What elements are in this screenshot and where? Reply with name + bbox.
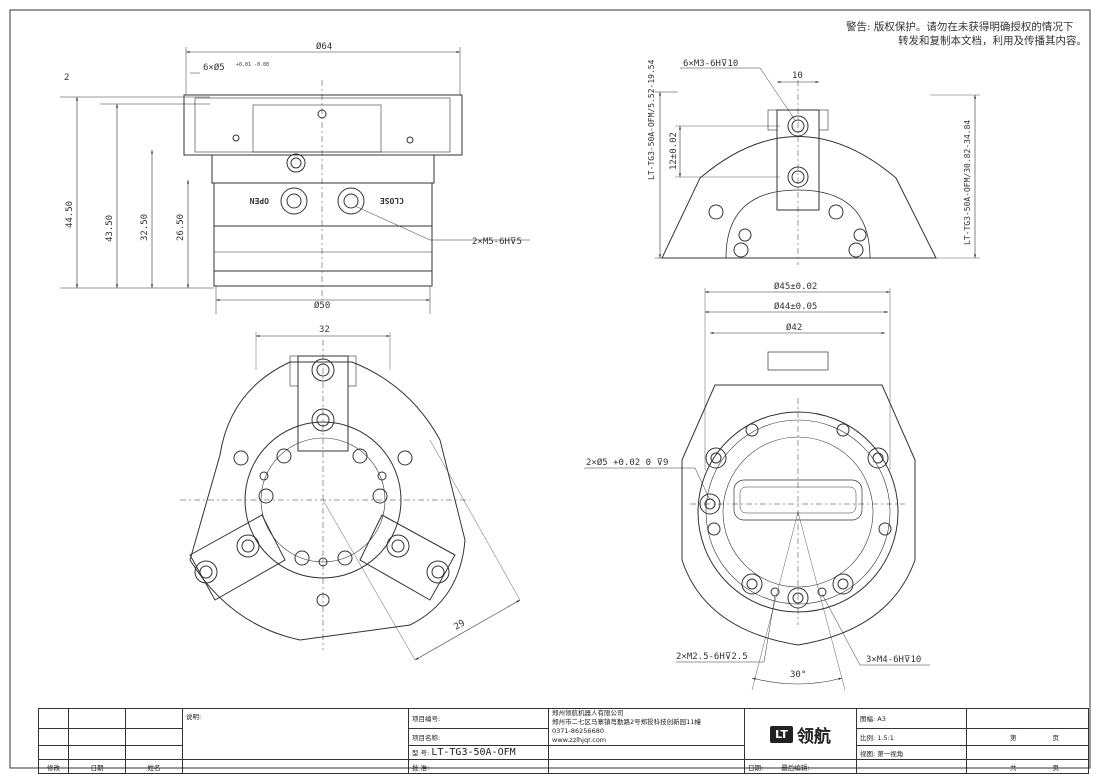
tb-cell bbox=[68, 745, 126, 760]
warning-line1: 警告: 版权保护。请勿在未获得明确授权的情况下 bbox=[846, 21, 1074, 33]
tb-total: 共页 bbox=[966, 759, 1089, 774]
tb-ye2: 页 bbox=[1052, 763, 1060, 772]
tb-company1: 郑州领航机器人有限公司 bbox=[552, 709, 624, 718]
brand-name: 领航 bbox=[796, 726, 831, 747]
dim-d44: Ø44±0.05 bbox=[774, 301, 817, 312]
dim-4450: 44.50 bbox=[65, 201, 75, 228]
tb-date: 日期: bbox=[748, 763, 764, 772]
tb-cell bbox=[125, 727, 183, 747]
tb-cell bbox=[68, 727, 126, 747]
tb-phone: 0371-86256680 bbox=[552, 727, 604, 735]
tb-proj-no: 项目编号: bbox=[408, 708, 549, 729]
dim-3250: 32.50 bbox=[140, 214, 150, 241]
tb-di: 第 bbox=[1010, 733, 1017, 742]
tb-cell bbox=[182, 759, 409, 774]
dim-6x5: 6×Ø5 bbox=[203, 62, 225, 73]
tb-cell bbox=[38, 708, 69, 729]
tb-cell bbox=[548, 759, 745, 774]
warning-line2: 转发和复制本文档，利用及传播其内容。 bbox=[898, 35, 1087, 47]
top-view bbox=[180, 332, 521, 661]
tb-modify: 修改 bbox=[38, 759, 69, 774]
label-lt-right: LT-TG3-50A-OFM/30.82-34.84 bbox=[963, 120, 972, 245]
tb-cell bbox=[125, 708, 183, 729]
tb-cell bbox=[966, 745, 1089, 760]
tb-model-label: 型 号: bbox=[412, 749, 430, 757]
dim-d45: Ø45±0.02 bbox=[774, 281, 817, 292]
tb-web: www.zzlhjqr.com bbox=[552, 736, 607, 744]
dim-d5-9: 2×Ø5 +0.02 0 ⊽9 bbox=[586, 457, 668, 468]
dim-10: 10 bbox=[792, 71, 803, 81]
tb-scale: 比例: 1.5:1 bbox=[856, 727, 967, 747]
tb-cell bbox=[125, 745, 183, 760]
tb-last-edit: 最后编辑: bbox=[781, 763, 810, 772]
tb-proj-name: 项目名称: bbox=[408, 727, 549, 747]
tb-cell bbox=[856, 759, 967, 774]
dim-30deg: 30° bbox=[790, 670, 806, 680]
lt-logo-icon: LT bbox=[770, 725, 793, 743]
tb-riqi: 日期 bbox=[68, 759, 126, 774]
tb-cell bbox=[68, 708, 126, 729]
dim-4350: 43.50 bbox=[105, 215, 115, 242]
tb-sheet: 图幅: A3 bbox=[856, 708, 967, 729]
tb-name: 姓名 bbox=[125, 759, 183, 774]
tb-model: 型 号: LT-TG3-50A-OFM bbox=[408, 745, 549, 760]
tb-company: 郑州领航机器人有限公司 郑州市二七区马寨镇芎勤路2号郑投科技创新园11幢 037… bbox=[548, 708, 745, 746]
dim-29: 29 bbox=[453, 619, 467, 633]
front-view bbox=[60, 47, 530, 314]
dim-m3: 6×M3-6H⊽10 bbox=[683, 59, 738, 69]
dim-2: 2 bbox=[64, 73, 69, 83]
dim-tol: +0.01 -0.00 bbox=[236, 62, 269, 68]
tb-cell bbox=[548, 745, 745, 760]
tb-cell bbox=[38, 727, 69, 747]
tb-view: 视图: 第一视角 bbox=[856, 745, 967, 760]
tb-cell bbox=[38, 745, 69, 760]
dim-m25: 2×M2.5-6H⊽2.5 bbox=[676, 652, 748, 662]
dim-d64: Ø64 bbox=[316, 41, 332, 52]
dim-m4: 3×M4-6H⊽10 bbox=[866, 655, 921, 665]
tb-ye: 页 bbox=[1052, 733, 1060, 742]
bottom-view bbox=[584, 288, 930, 691]
tb-page: 第页 bbox=[966, 727, 1089, 747]
dim-12: 12±0.02 bbox=[669, 132, 679, 170]
tb-model-value: LT-TG3-50A-OFM bbox=[431, 747, 516, 758]
side-view bbox=[655, 67, 980, 265]
dim-d42: Ø42 bbox=[786, 322, 802, 333]
label-open: OPEN bbox=[250, 196, 269, 205]
label-close: CLOSE bbox=[380, 196, 404, 205]
tb-approve: 批 准: bbox=[408, 759, 549, 774]
tb-gong: 共 bbox=[1010, 763, 1017, 772]
tb-date-edit: 日期: 最后编辑: bbox=[744, 759, 857, 774]
dim-2650: 26.50 bbox=[176, 214, 186, 241]
tb-company2: 郑州市二七区马寨镇芎勤路2号郑投科技创新园11幢 bbox=[552, 718, 701, 726]
tb-cell bbox=[966, 708, 1089, 729]
tb-desc: 说明: bbox=[182, 708, 409, 760]
dim-d50: Ø50 bbox=[314, 300, 330, 311]
label-lt-left: LT-TG3-50A-OFM/5.52-19.54 bbox=[647, 59, 656, 180]
dim-32: 32 bbox=[319, 325, 330, 335]
title-block: 说明: 项目编号: 郑州领航机器人有限公司 郑州市二七区马寨镇芎勤路2号郑投科技… bbox=[38, 708, 1089, 774]
dim-m5: 2×M5-6H⊽5 bbox=[472, 237, 522, 247]
